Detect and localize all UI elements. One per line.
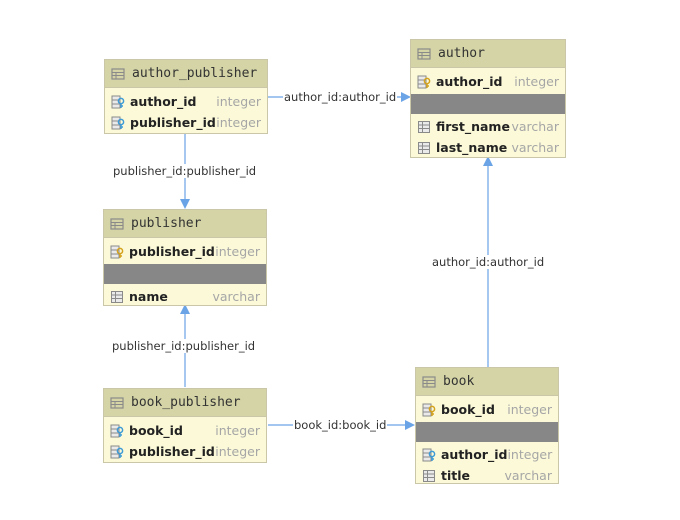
table-book-publisher[interactable]: book_publisher book_id integer publisher… [103, 388, 267, 463]
table-header: publisher [104, 210, 266, 238]
column-icon [418, 120, 430, 133]
column-type: integer [216, 94, 261, 109]
column-name: author_id [436, 74, 503, 89]
column-row-publisher-id[interactable]: publisher_id integer [105, 112, 267, 133]
column-name: author_id [130, 94, 197, 109]
column-name: publisher_id [129, 244, 215, 259]
column-type: varchar [212, 289, 260, 304]
column-name: author_id [441, 447, 508, 462]
table-icon [110, 396, 124, 409]
column-name: publisher_id [130, 115, 216, 130]
column-row-book-id[interactable]: book_id integer [416, 399, 558, 420]
column-name: name [129, 289, 168, 304]
column-row-first-name[interactable]: first_name varchar [411, 116, 565, 137]
column-type: integer [215, 423, 260, 438]
foreign-key-column-icon [110, 445, 124, 458]
key-separator [411, 94, 565, 114]
table-publisher[interactable]: publisher publisher_id integer name varc… [103, 209, 267, 306]
column-type: integer [507, 402, 552, 417]
column-type: varchar [511, 119, 559, 134]
table-icon [417, 47, 431, 60]
column-name: last_name [436, 140, 508, 155]
foreign-key-column-icon [111, 95, 125, 108]
table-name: author_publisher [132, 66, 258, 81]
primary-key-column-icon [417, 75, 431, 88]
column-type: integer [507, 447, 553, 462]
column-row-author-id[interactable]: author_id integer [411, 71, 565, 92]
column-type: integer [216, 115, 261, 130]
edge-label-author-publisher-to-author: author_id:author_id [283, 90, 398, 104]
column-type: varchar [504, 468, 552, 483]
column-type: integer [215, 244, 260, 259]
edge-label-book-publisher-to-publisher: publisher_id:publisher_id [111, 339, 257, 353]
table-name: book [443, 374, 475, 389]
key-separator [104, 264, 266, 284]
column-name: first_name [436, 119, 510, 134]
column-name: title [441, 468, 470, 483]
table-book[interactable]: book book_id integer author_id integer t… [415, 367, 559, 484]
table-icon [422, 375, 436, 388]
table-header: author_publisher [105, 60, 267, 88]
edge-label-book-publisher-to-book: book_id:book_id [293, 418, 388, 432]
column-row-book-id[interactable]: book_id integer [104, 420, 266, 441]
table-author[interactable]: author author_id integer first_name varc… [410, 39, 566, 158]
foreign-key-column-icon [111, 116, 125, 129]
column-type: integer [215, 444, 260, 459]
table-header: book_publisher [104, 389, 266, 417]
table-name: publisher [131, 216, 202, 231]
key-separator [416, 422, 558, 442]
column-icon [418, 141, 430, 154]
column-row-name[interactable]: name varchar [104, 286, 266, 307]
column-name: book_id [129, 423, 183, 438]
table-header: author [411, 40, 565, 68]
table-name: author [438, 46, 485, 61]
foreign-key-column-icon [110, 424, 124, 437]
column-row-title[interactable]: title varchar [416, 465, 558, 486]
column-type: varchar [511, 140, 559, 155]
table-header: book [416, 368, 558, 396]
column-row-publisher-id[interactable]: publisher_id integer [104, 241, 266, 262]
column-row-last-name[interactable]: last_name varchar [411, 137, 565, 158]
column-row-publisher-id[interactable]: publisher_id integer [104, 441, 266, 462]
column-type: integer [514, 74, 559, 89]
table-icon [110, 217, 124, 230]
edge-label-author-publisher-to-publisher: publisher_id:publisher_id [112, 164, 258, 178]
column-row-author-id[interactable]: author_id integer [105, 91, 267, 112]
column-name: publisher_id [129, 444, 215, 459]
table-name: book_publisher [131, 395, 241, 410]
column-icon [423, 469, 435, 482]
column-icon [111, 290, 123, 303]
column-name: book_id [441, 402, 495, 417]
foreign-key-column-icon [422, 448, 436, 461]
table-icon [111, 67, 125, 80]
primary-key-column-icon [110, 245, 124, 258]
primary-key-column-icon [422, 403, 436, 416]
edge-label-book-to-author: author_id:author_id [431, 255, 546, 269]
column-row-author-id[interactable]: author_id integer [416, 444, 558, 465]
table-author-publisher[interactable]: author_publisher author_id integer publi… [104, 59, 268, 134]
